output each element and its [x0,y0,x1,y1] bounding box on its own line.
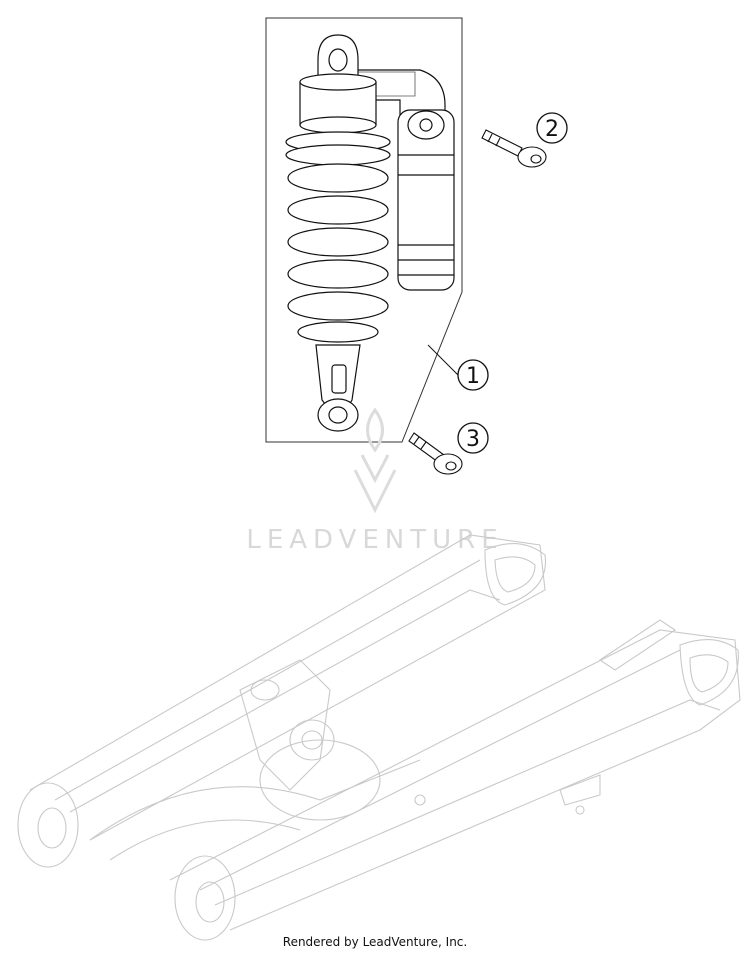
callout-number: 3 [466,427,480,452]
callout-3[interactable]: 3 [457,422,489,454]
callout-circle [536,112,568,144]
assembly-frame [265,17,463,443]
callout-2[interactable]: 2 [536,112,568,144]
shock-absorber[interactable] [285,34,455,432]
swingarm [17,534,741,941]
upper-screw[interactable] [481,129,547,168]
callout-circle [457,422,489,454]
callout-1[interactable]: 1 [457,359,489,391]
callout-number: 2 [545,117,559,142]
leader-line-1 [427,344,459,376]
callout-number: 1 [466,364,480,389]
callout-circle [457,359,489,391]
leadventure-logo [353,407,397,514]
watermark-text: LEADVENTURE [246,525,503,555]
rendered-by-footer: Rendered by LeadVenture, Inc. [282,935,468,949]
lower-screw[interactable] [408,432,463,475]
